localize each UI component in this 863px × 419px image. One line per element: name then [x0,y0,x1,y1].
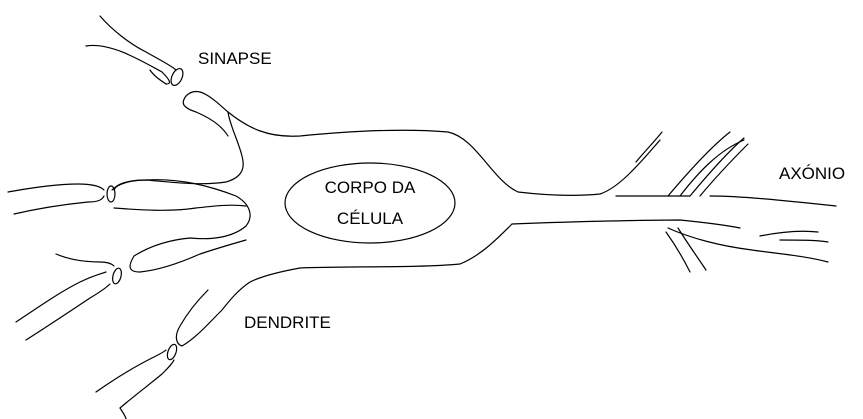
dendrite-upper [111,111,244,191]
dendrite-label: DENDRITE [244,313,331,332]
axon-branch-upper-left [679,139,745,197]
cell-body-label-line1: CORPO DA [325,178,416,197]
dendrite-upper-edge [182,95,229,137]
soma-bottom-edge [175,223,513,347]
axon-branch-upper-left-b [699,143,749,197]
axon-branch-lower-1 [667,227,829,263]
axon-branch-lower-2 [665,231,691,273]
synapse-bottom [95,343,178,419]
axon-fine-branch-b [667,131,731,197]
synapse-label: SINAPSE [198,49,272,68]
axon-branch-lower-5 [779,239,829,243]
axon-branch-lower-3 [677,227,707,271]
axon-branch-upper-mid [709,195,837,207]
axon-branch-lower-4 [759,230,819,237]
synapse-top [85,15,184,87]
soma-top-edge [185,90,661,196]
axon-fine-branch-a [635,131,663,163]
neuron-outline [111,90,837,347]
axon-fine-branch-c [689,137,745,197]
cell-body-ellipse [284,162,456,244]
axon-bottom-edge [511,219,741,229]
dendrite-middle-edge [113,204,247,211]
synapse-left-upper [7,183,116,215]
cell-body-label-line2: CÉLULA [337,209,404,228]
synapse-left-lower [15,253,122,341]
axon-label: AXÓNIO [779,164,845,183]
dendrite-middle [113,179,251,273]
